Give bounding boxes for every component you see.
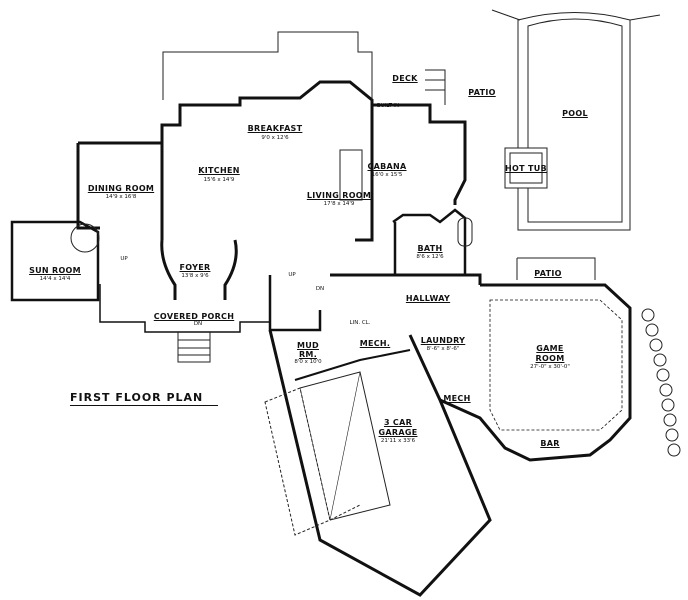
- patio-label: PATIO: [468, 88, 496, 97]
- garage-dims: 21'11 x 33'6: [380, 438, 416, 444]
- hot-tub-label: HOT TUB: [505, 164, 547, 173]
- laundry-dims: 8'-6" x 8'-6": [426, 346, 460, 352]
- foyer-dims: 13'8 x 9'6: [181, 273, 209, 279]
- kitchen-dims: 15'6 x 14'9: [203, 177, 235, 183]
- plan-title: FIRST FLOOR PLAN: [70, 391, 218, 406]
- bath-label: BATH: [417, 244, 443, 253]
- mech-label-2: MECH: [443, 394, 471, 403]
- foyer-label: FOYER: [179, 263, 211, 272]
- mud-room-dims: 8'0 x 10'0: [294, 359, 322, 365]
- garage-label: 3 CAR: [383, 418, 413, 427]
- built-in-label: BUILT-IN: [376, 103, 400, 109]
- game-room-label-2: ROOM: [535, 354, 565, 363]
- bar-label: BAR: [540, 439, 560, 448]
- linen-closet-label: LIN. CL.: [349, 320, 371, 326]
- laundry-label: LAUNDRY: [420, 336, 466, 345]
- breakfast-label: BREAKFAST: [247, 124, 303, 133]
- game-room-label: GAME: [536, 344, 564, 353]
- dining-room-dims: 14'9 x 16'8: [105, 194, 137, 200]
- stair-up-label-2: UP: [288, 272, 296, 278]
- cabana-dims: 16'0 x 15'5: [371, 172, 403, 178]
- deck-label: DECK: [392, 74, 418, 83]
- stair-up-label: UP: [120, 256, 128, 262]
- mud-room-label-2: RM.: [298, 350, 318, 359]
- cabana-label: CABANA: [367, 162, 407, 171]
- garage-label-2: GARAGE: [378, 428, 418, 437]
- pool-label: POOL: [562, 109, 588, 118]
- living-room-dims: 17'8 x 14'9: [323, 201, 355, 207]
- kitchen-label: KITCHEN: [198, 166, 240, 175]
- breakfast-dims: 9'0 x 12'6: [261, 135, 289, 141]
- porch-dn-label: DN: [193, 321, 203, 327]
- living-room-label: LIVING ROOM: [306, 191, 372, 200]
- game-room-dims: 27'-0" x 30'-0": [530, 364, 570, 370]
- mech-label: MECH.: [359, 339, 391, 348]
- hallway-label: HALLWAY: [405, 294, 451, 303]
- sun-room-dims: 14'4 x 14'4: [39, 276, 71, 282]
- mud-room-label: MUD: [297, 341, 319, 350]
- stair-dn-label: DN: [315, 286, 325, 292]
- bath-dims: 8'6 x 12'6: [416, 254, 444, 260]
- dining-room-label: DINING ROOM: [87, 184, 155, 193]
- patio-right-label: PATIO: [534, 269, 562, 278]
- covered-porch-label: COVERED PORCH: [153, 312, 235, 321]
- sun-room-label: SUN ROOM: [29, 266, 81, 275]
